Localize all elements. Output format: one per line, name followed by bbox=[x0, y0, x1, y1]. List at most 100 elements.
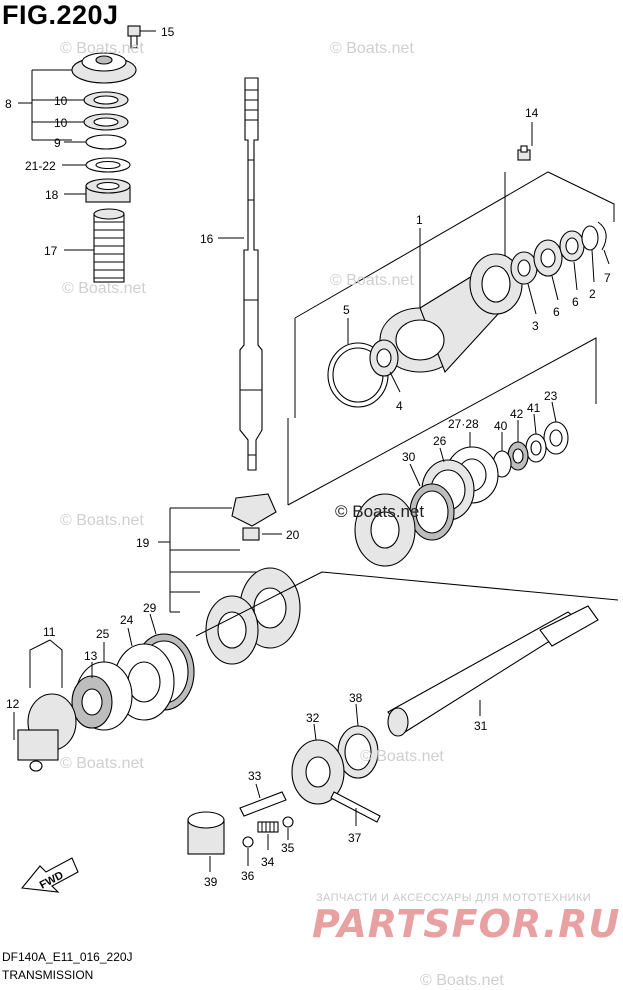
svg-text:31: 31 bbox=[474, 719, 488, 733]
part-37-pin bbox=[330, 791, 381, 823]
part-11-12-housing bbox=[17, 693, 77, 772]
part-7-circlip bbox=[597, 221, 607, 251]
svg-text:33: 33 bbox=[248, 769, 262, 783]
part-10-bearing-b bbox=[83, 113, 129, 131]
pinion-gear bbox=[354, 493, 416, 567]
svg-text:38: 38 bbox=[349, 691, 363, 705]
bracket-19 bbox=[169, 507, 258, 613]
watermark-2: © Boats.net bbox=[330, 40, 414, 57]
part-31-propeller-shaft bbox=[387, 605, 599, 737]
callout-26: 26 bbox=[433, 434, 447, 463]
callout-33: 33 bbox=[248, 769, 262, 799]
watermark-5: © Boats.net bbox=[60, 512, 144, 529]
part-18-bearing bbox=[85, 178, 131, 203]
watermark-6: © Boats.net bbox=[335, 502, 425, 521]
svg-text:32: 32 bbox=[306, 711, 320, 725]
callout-25: 25 bbox=[96, 627, 110, 662]
callout-13: 13 bbox=[84, 649, 98, 678]
pinion-small-gear bbox=[231, 493, 277, 527]
svg-text:10: 10 bbox=[54, 116, 68, 130]
part-35-ball bbox=[282, 816, 294, 828]
part-14-bolt bbox=[517, 145, 531, 161]
model-code: DF140A_E11_016_220J bbox=[2, 950, 133, 964]
svg-text:29: 29 bbox=[143, 601, 157, 615]
callout-11: 11 bbox=[29, 625, 63, 688]
callout-18: 18 bbox=[45, 188, 86, 202]
callout-32: 32 bbox=[306, 711, 320, 741]
callout-30: 30 bbox=[402, 450, 421, 487]
assembly-1-frame bbox=[294, 171, 615, 418]
watermark-9: © Boats.net bbox=[420, 972, 504, 989]
callout-3: 3 bbox=[527, 283, 539, 333]
callout-40: 40 bbox=[494, 419, 508, 451]
callout-39: 39 bbox=[204, 856, 218, 889]
svg-text:26: 26 bbox=[433, 434, 447, 448]
svg-text:3: 3 bbox=[532, 319, 539, 333]
part-21-22-shim bbox=[85, 157, 131, 173]
callout-37: 37 bbox=[348, 808, 362, 845]
part-4-bearing bbox=[369, 339, 399, 377]
svg-text:35: 35 bbox=[281, 841, 295, 855]
part-8-housing bbox=[71, 52, 137, 84]
svg-text:37: 37 bbox=[348, 831, 362, 845]
svg-text:5: 5 bbox=[343, 303, 350, 317]
callout-38: 38 bbox=[349, 691, 363, 727]
callout-4: 4 bbox=[389, 371, 403, 413]
callout-20: 20 bbox=[262, 528, 300, 542]
svg-text:17: 17 bbox=[44, 244, 58, 258]
part-10-bearing-a bbox=[83, 91, 129, 109]
svg-text:6: 6 bbox=[553, 305, 560, 319]
dealer-tagline: ЗАПЧАСТИ И АКСЕССУАРЫ ДЛЯ МОТОТЕХНИКИ bbox=[316, 892, 592, 904]
part-32-clutch bbox=[291, 739, 345, 805]
part-34-spring bbox=[257, 821, 279, 833]
part-9-ring bbox=[85, 134, 127, 150]
callout-6b: 6 bbox=[572, 261, 579, 309]
watermark-1: © Boats.net bbox=[60, 40, 144, 57]
svg-text:11: 11 bbox=[43, 625, 56, 639]
callout-24: 24 bbox=[120, 613, 134, 647]
svg-text:25: 25 bbox=[96, 627, 110, 641]
callout-35: 35 bbox=[281, 828, 295, 855]
callout-10b: 10 bbox=[54, 116, 84, 130]
part-13-bearing bbox=[71, 675, 113, 729]
part-23-shim bbox=[543, 421, 569, 455]
svg-text:21-22: 21-22 bbox=[25, 159, 56, 173]
callout-7: 7 bbox=[603, 249, 611, 285]
assembly-pinion-frame bbox=[287, 337, 597, 506]
callout-17: 17 bbox=[44, 244, 94, 258]
part-41-washer bbox=[525, 433, 547, 463]
callout-29: 29 bbox=[143, 601, 157, 635]
part-38-ring bbox=[337, 725, 379, 779]
propshaft-frame bbox=[195, 571, 619, 637]
watermark-3: © Boats.net bbox=[62, 280, 146, 297]
callout-21-22: 21-22 bbox=[25, 159, 86, 173]
svg-text:13: 13 bbox=[84, 649, 98, 663]
callout-2: 2 bbox=[589, 249, 596, 301]
callout-1: 1 bbox=[416, 213, 423, 308]
callout-42: 42 bbox=[510, 407, 524, 442]
svg-text:41: 41 bbox=[527, 401, 541, 415]
svg-text:30: 30 bbox=[402, 450, 416, 464]
callout-36: 36 bbox=[241, 848, 255, 883]
part-6-ring-a bbox=[533, 239, 563, 277]
callout-5: 5 bbox=[343, 303, 350, 344]
callout-23: 23 bbox=[544, 389, 558, 423]
part-36-ball bbox=[242, 836, 254, 848]
svg-text:34: 34 bbox=[261, 855, 275, 869]
svg-text:24: 24 bbox=[120, 613, 134, 627]
callout-9: 9 bbox=[54, 136, 86, 150]
callout-8: 8 bbox=[5, 69, 72, 141]
svg-text:23: 23 bbox=[544, 389, 558, 403]
part-2-ring bbox=[581, 225, 599, 251]
callout-27-28: 27·28 bbox=[448, 417, 479, 447]
part-20-nut bbox=[242, 527, 260, 541]
svg-text:8: 8 bbox=[5, 97, 12, 111]
callout-10a: 10 bbox=[54, 94, 84, 108]
callout-34: 34 bbox=[261, 834, 275, 869]
svg-text:19: 19 bbox=[136, 536, 150, 550]
callout-6a: 6 bbox=[551, 275, 560, 319]
forward-gear-bearing bbox=[205, 595, 259, 665]
watermark-4: © Boats.net bbox=[330, 272, 414, 289]
callout-14: 14 bbox=[525, 106, 539, 146]
svg-text:12: 12 bbox=[6, 697, 20, 711]
